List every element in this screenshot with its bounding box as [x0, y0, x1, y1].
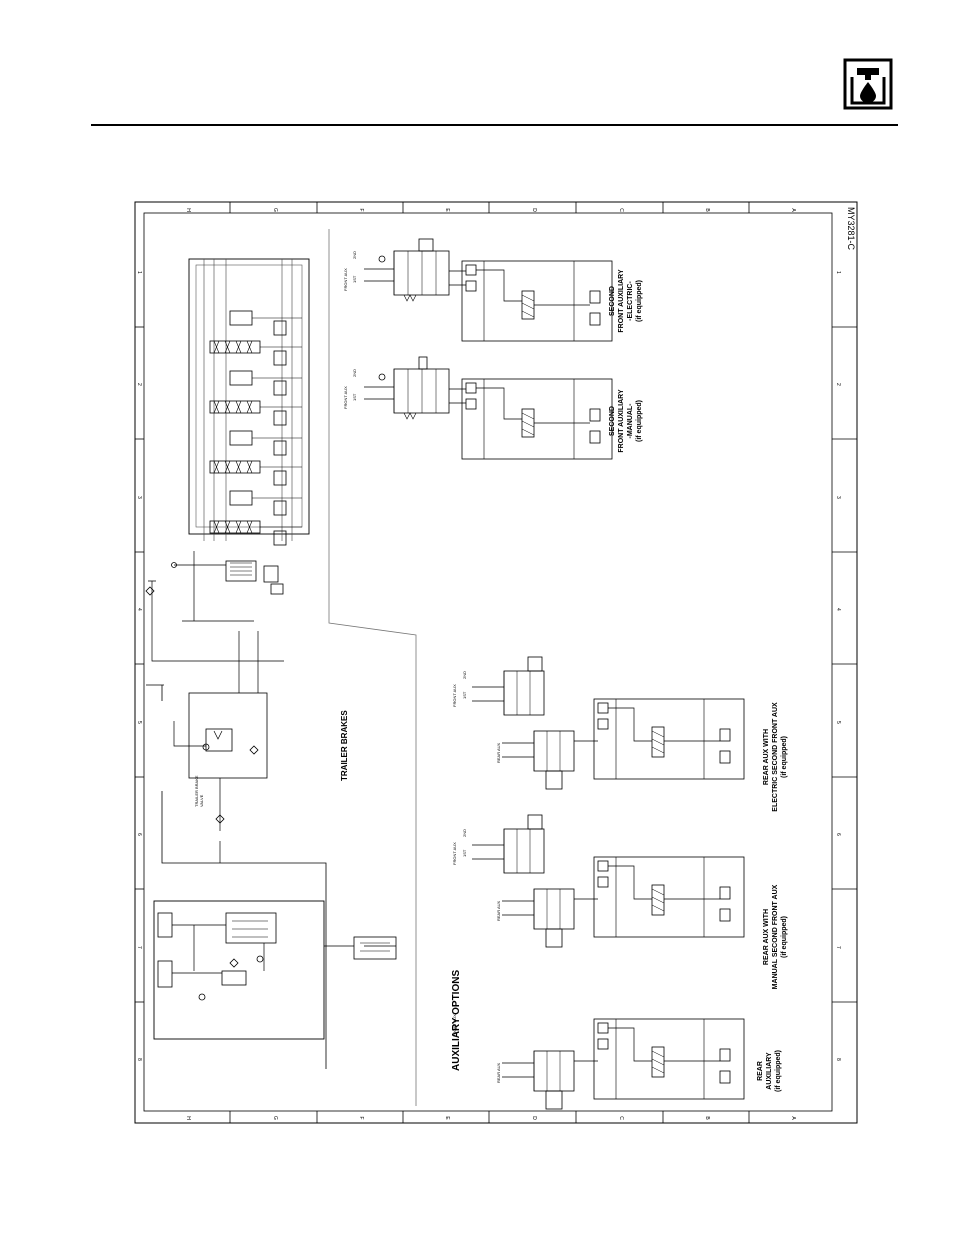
zone-right: 1: [835, 271, 841, 274]
front-aux-port-label: FRONT AUX: [343, 268, 348, 291]
position-1st-label: 1ST: [352, 275, 357, 283]
position-1st-label: 1ST: [352, 393, 357, 401]
drawing-number: MY3281-C: [846, 207, 856, 251]
caption-second-manual: -MANUAL-: [627, 403, 634, 439]
caption-second-electric: -ELECTRIC-: [627, 281, 634, 321]
position-1st-label: 1ST: [462, 691, 467, 699]
position-2nd-label: 2ND: [352, 369, 357, 377]
caption-rear-electric: (if equipped): [781, 736, 788, 778]
position-1st-label: 1ST: [462, 849, 467, 857]
trailer-brake-valve-label: TRAILER BRAKE: [194, 775, 199, 807]
zone-bottom: E: [444, 1116, 450, 1120]
zone-labels-left: 1 2 3 4 5 6 7 8: [136, 271, 142, 1061]
caption-second-manual: SECOND: [609, 406, 616, 436]
zone-right: 5: [835, 721, 841, 724]
position-2nd-label: 2ND: [462, 671, 467, 679]
zone-top: H: [185, 208, 191, 212]
caption-rear-manual: MANUAL SECOND FRONT AUX: [772, 884, 779, 989]
valve-spool-section: [209, 370, 302, 426]
valve-spool-section: [209, 490, 302, 546]
zone-labels-top: H G F E D C B A: [185, 208, 796, 212]
auxiliary-options-title: AUXILIARY OPTIONS: [451, 970, 462, 1071]
zone-left: 3: [136, 496, 142, 499]
position-2nd-label: 2ND: [352, 251, 357, 259]
zone-labels-right: 1 2 3 4 5 6 7 8: [835, 271, 841, 1061]
zone-bottom: A: [790, 1116, 796, 1120]
rear-aux-only: [502, 1018, 745, 1110]
rear-aux-port-label: REAR AUX: [496, 900, 501, 921]
zone-top: G: [272, 208, 278, 212]
zone-top: C: [618, 208, 624, 212]
rear-aux-with-manual-second: [472, 814, 745, 948]
trailer-brakes-circuit: [146, 631, 327, 1069]
second-front-aux-manual: [364, 356, 613, 460]
second-front-aux-electric: [364, 238, 613, 342]
zone-left: 7: [136, 946, 142, 949]
zone-right: 7: [835, 946, 841, 949]
zone-bottom: B: [704, 1116, 710, 1120]
front-aux-port-label: FRONT AUX: [452, 842, 457, 865]
zone-right: 4: [835, 608, 841, 611]
brake-pedal-circuit: [153, 900, 397, 1040]
zone-right: 6: [835, 833, 841, 836]
zone-left: 5: [136, 721, 142, 724]
zone-labels-bottom: H G F E D C B A: [185, 1116, 796, 1120]
caption-second-electric: (if equipped): [636, 280, 643, 322]
rear-aux-port-label: REAR AUX: [496, 1062, 501, 1083]
zone-right: 3: [835, 496, 841, 499]
zone-top: F: [358, 208, 364, 211]
zone-top: A: [790, 208, 796, 212]
caption-rear: (if equipped): [775, 1050, 782, 1092]
caption-rear: AUXILIARY: [766, 1052, 773, 1090]
zone-top: D: [531, 208, 537, 212]
zone-left: 6: [136, 833, 142, 836]
caption-second-electric: FRONT AUXILIARY: [618, 269, 625, 333]
zone-bottom: D: [531, 1116, 537, 1120]
zone-top: E: [444, 208, 450, 212]
hydraulic-oil-drop-icon: [843, 58, 893, 110]
front-aux-port-label: FRONT AUX: [452, 684, 457, 707]
zone-left: 8: [136, 1058, 142, 1061]
zone-bottom: H: [185, 1116, 191, 1120]
zone-bottom: C: [618, 1116, 624, 1120]
caption-rear-electric: ELECTRIC SECOND FRONT AUX: [772, 702, 779, 812]
rear-aux-with-electric-second: [472, 656, 745, 790]
zone-left: 2: [136, 383, 142, 386]
caption-second-electric: SECOND: [609, 286, 616, 316]
schematic-sheet: H G F E D C B A H G F E D C B A 1 2 3 4 …: [134, 201, 858, 1124]
zone-left: 4: [136, 608, 142, 611]
front-aux-port-label: FRONT AUX: [343, 386, 348, 409]
valve-spool-section: [209, 430, 302, 486]
valve-spool-section: [209, 310, 302, 366]
zone-top: B: [704, 208, 710, 212]
header-rule: [91, 124, 898, 126]
zone-right: 2: [835, 383, 841, 386]
trailer-brake-valve-label: VALVE: [199, 794, 204, 807]
zone-right: 8: [835, 1058, 841, 1061]
front-aux-port-label: FRONT AUX: [452, 1014, 457, 1037]
main-control-valve: [145, 258, 310, 662]
zone-left: 1: [136, 271, 142, 274]
caption-second-manual: FRONT AUXILIARY: [618, 389, 625, 453]
trailer-brakes-title: TRAILER BRAKES: [340, 710, 349, 781]
zone-bottom: F: [358, 1116, 364, 1119]
caption-rear-manual: REAR AUX WITH: [763, 909, 770, 965]
zone-bottom: G: [272, 1116, 278, 1120]
caption-rear: REAR: [757, 1061, 764, 1081]
rear-aux-port-label: REAR AUX: [496, 742, 501, 763]
caption-rear-manual: (if equipped): [781, 916, 788, 958]
position-2nd-label: 2ND: [462, 829, 467, 837]
caption-rear-electric: REAR AUX WITH: [763, 729, 770, 785]
caption-second-manual: (if equipped): [636, 400, 643, 442]
